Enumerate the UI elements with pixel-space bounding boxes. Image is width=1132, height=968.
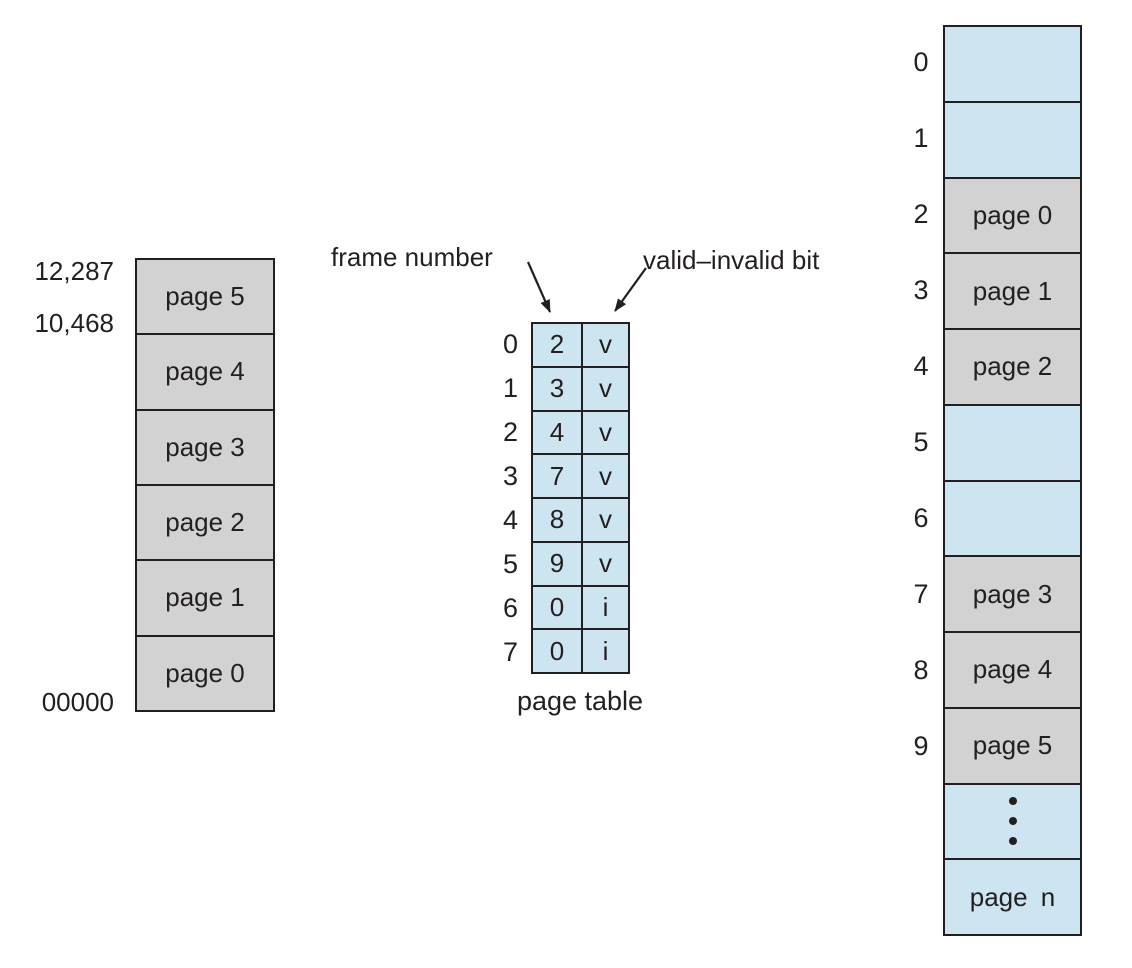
page-table-row: 0 i bbox=[533, 630, 628, 672]
frame-number-cell: 0 bbox=[533, 586, 583, 629]
physical-frame-cell: page 2 bbox=[945, 330, 1080, 406]
page-table-row: 7 v bbox=[533, 455, 628, 499]
frame-index: 9 bbox=[913, 730, 929, 761]
valid-bit-cell: i bbox=[583, 586, 628, 629]
valid-bit-cell: v bbox=[583, 499, 628, 541]
logical-cell-label: page 2 bbox=[165, 507, 245, 538]
frame-index: 4 bbox=[913, 351, 929, 382]
ellipsis-dot bbox=[1008, 797, 1017, 806]
page-table-index: 4 bbox=[502, 504, 518, 535]
page-table-index: 2 bbox=[502, 416, 518, 447]
address-label-10468: 10,468 bbox=[34, 308, 114, 338]
frame-cell-label: page 4 bbox=[972, 654, 1053, 685]
logical-memory-cell: page 2 bbox=[137, 485, 273, 562]
frame-index: 8 bbox=[913, 654, 929, 685]
frame-index: 5 bbox=[913, 427, 929, 458]
logical-memory-cell: page 0 bbox=[137, 636, 273, 710]
physical-frame-cell: page 5 bbox=[945, 708, 1080, 785]
physical-frame-cell bbox=[945, 102, 1080, 179]
physical-frame-cell: page n bbox=[945, 860, 1080, 934]
address-label-00000: 00000 bbox=[41, 687, 114, 717]
logical-memory-column: page 5 page 4 page 3 page 2 page 1 page … bbox=[135, 258, 275, 712]
logical-memory-cell: page 3 bbox=[137, 410, 273, 486]
logical-cell-label: page 0 bbox=[165, 657, 245, 688]
physical-frame-cell: page 4 bbox=[945, 633, 1080, 709]
ellipsis-dot bbox=[1008, 817, 1017, 826]
physical-frame-cell bbox=[945, 27, 1080, 103]
page-table-row: 3 v bbox=[533, 367, 628, 412]
page-table-row: 8 v bbox=[533, 499, 628, 543]
logical-memory-cell: page 4 bbox=[137, 335, 273, 411]
frame-number-cell: 4 bbox=[533, 411, 583, 454]
page-table-row: 0 i bbox=[533, 586, 628, 631]
physical-frame-cell: page 3 bbox=[945, 557, 1080, 633]
vertical-ellipsis-icon bbox=[945, 784, 1080, 861]
page-table-index: 7 bbox=[502, 636, 518, 667]
physical-frame-cell: page 0 bbox=[945, 178, 1080, 255]
frame-number-cell: 9 bbox=[533, 542, 583, 585]
valid-bit-cell: v bbox=[583, 542, 628, 585]
frame-index bbox=[905, 860, 937, 936]
frame-index: 0 bbox=[913, 47, 929, 78]
page-table-index-rail: 0 1 2 3 4 5 6 7 bbox=[462, 322, 518, 674]
page-table-index: 6 bbox=[502, 592, 518, 623]
frame-number-cell: 8 bbox=[533, 499, 583, 541]
frame-index: 1 bbox=[913, 123, 929, 154]
valid-bit-cell: v bbox=[583, 455, 628, 497]
physical-memory-index-rail: 0 1 2 3 4 5 6 7 8 9 bbox=[905, 25, 937, 936]
frame-cell-label: page 2 bbox=[972, 351, 1053, 382]
frame-cell-label: page 3 bbox=[972, 578, 1053, 609]
page-table-index: 3 bbox=[502, 460, 518, 491]
frame-cell-label: page 0 bbox=[972, 199, 1053, 230]
page-table: 2 v 3 v 4 v 7 v 8 v 9 v 0 i 0 i bbox=[531, 322, 630, 674]
valid-invalid-bit-label: valid–invalid bit bbox=[643, 245, 820, 275]
frame-index: 2 bbox=[913, 199, 929, 230]
page-table-index: 1 bbox=[502, 372, 518, 403]
frame-number-cell: 3 bbox=[533, 367, 583, 410]
logical-cell-label: page 4 bbox=[165, 356, 245, 387]
frame-number-cell: 0 bbox=[533, 630, 583, 672]
logical-memory-cell: page 1 bbox=[137, 561, 273, 637]
page-table-row: 2 v bbox=[533, 324, 628, 368]
logical-cell-label: page 3 bbox=[165, 431, 245, 462]
logical-cell-label: page 5 bbox=[165, 281, 245, 312]
page-table-caption: page table bbox=[516, 686, 644, 716]
frame-index: 3 bbox=[913, 275, 929, 306]
page-table-row: 9 v bbox=[533, 542, 628, 587]
physical-frame-cell bbox=[945, 481, 1080, 558]
physical-frame-cell bbox=[945, 405, 1080, 482]
frame-number-cell: 7 bbox=[533, 455, 583, 497]
page-table-index: 0 bbox=[502, 328, 518, 359]
valid-bit-cell: v bbox=[583, 411, 628, 454]
frame-cell-label: page n bbox=[969, 881, 1056, 912]
physical-memory-column: page 0 page 1 page 2 page 3 page 4 page … bbox=[943, 25, 1082, 936]
page-table-row: 4 v bbox=[533, 411, 628, 456]
address-label-12287: 12,287 bbox=[34, 256, 114, 286]
frame-cell-label: page 5 bbox=[972, 730, 1053, 761]
frame-index: 6 bbox=[913, 502, 929, 533]
valid-bit-cell: v bbox=[583, 324, 628, 366]
physical-frame-cell: page 1 bbox=[945, 254, 1080, 330]
ellipsis-dot bbox=[1008, 837, 1017, 846]
valid-bit-cell: i bbox=[583, 630, 628, 672]
frame-index bbox=[905, 784, 937, 860]
frame-number-label: frame number bbox=[331, 242, 493, 272]
frame-number-cell: 2 bbox=[533, 324, 583, 366]
frame-index: 7 bbox=[913, 578, 929, 609]
page-table-index: 5 bbox=[502, 548, 518, 579]
frame-cell-label: page 1 bbox=[972, 275, 1053, 306]
valid-bit-cell: v bbox=[583, 367, 628, 410]
logical-cell-label: page 1 bbox=[165, 582, 245, 613]
logical-memory-cell: page 5 bbox=[137, 260, 273, 336]
